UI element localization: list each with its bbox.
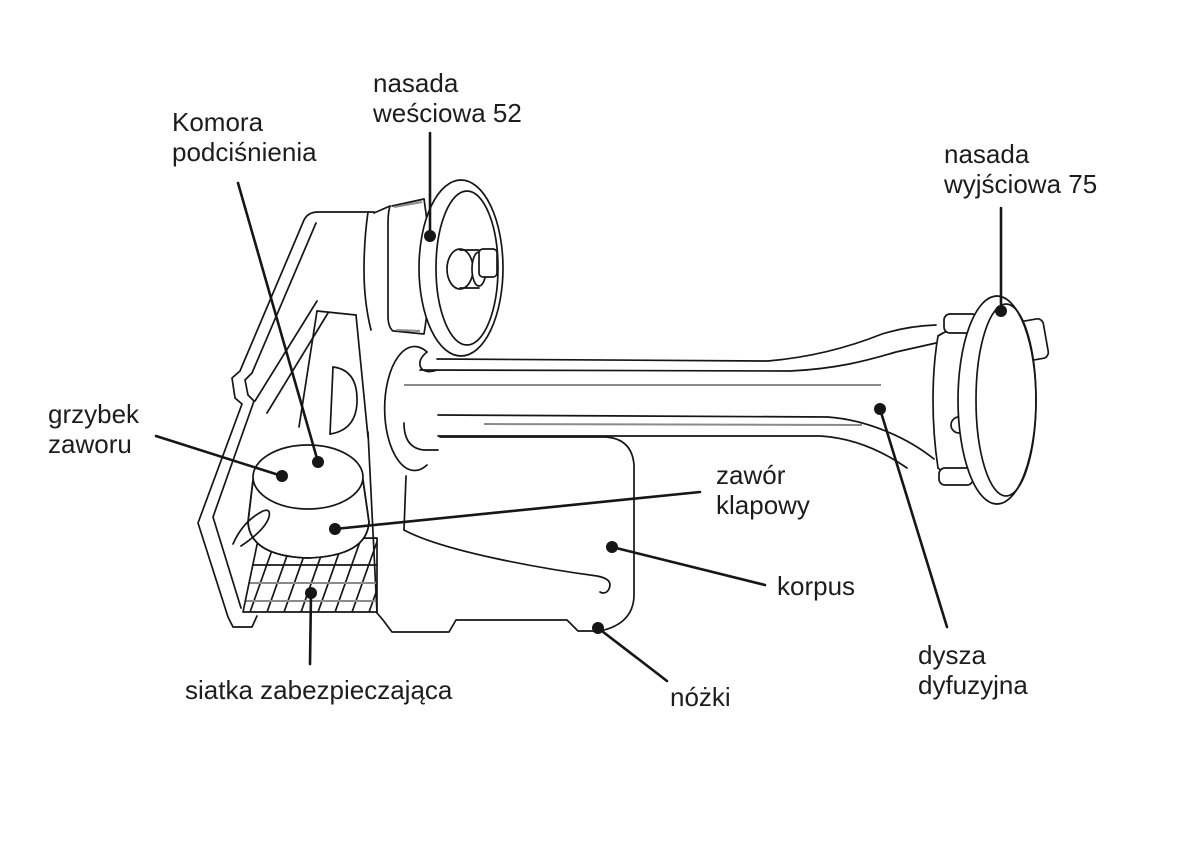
label-inlet-coupling-line2: weściowa 52 <box>372 98 522 128</box>
label-body: korpus <box>777 571 855 601</box>
label-flap-valve-line2: klapowy <box>716 490 810 520</box>
bracket-hook <box>232 509 271 547</box>
inlet-coupling-drawing <box>363 179 504 357</box>
labels: nasada weściowa 52 Komora podciśnienia n… <box>48 68 1097 712</box>
body-drawing <box>367 431 635 633</box>
vacuum-chamber-drawing <box>298 310 369 438</box>
label-flap-valve-line1: zawór <box>716 460 786 490</box>
label-inlet-coupling-line1: nasada <box>373 68 459 98</box>
inlet-knob <box>478 248 498 278</box>
diffuser-tube-drawing <box>383 324 937 531</box>
label-valve-poppet-line1: grzybek <box>48 399 140 429</box>
label-outlet-coupling-line1: nasada <box>944 139 1030 169</box>
outlet-coupling-drawing <box>932 295 1050 505</box>
label-outlet-coupling-line2: wyjściowa 75 <box>943 169 1097 199</box>
valve-drawing <box>232 444 370 559</box>
label-protective-mesh: siatka zabezpieczająca <box>185 675 453 705</box>
label-vacuum-chamber-line2: podciśnienia <box>172 137 317 167</box>
label-valve-poppet-line2: zaworu <box>48 429 132 459</box>
label-diffuser-nozzle-line1: dysza <box>918 640 986 670</box>
label-vacuum-chamber-line1: Komora <box>172 107 264 137</box>
label-diffuser-nozzle-line2: dyfuzyjna <box>918 670 1028 700</box>
label-feet: nóżki <box>670 682 731 712</box>
leader-lines <box>154 131 1007 683</box>
